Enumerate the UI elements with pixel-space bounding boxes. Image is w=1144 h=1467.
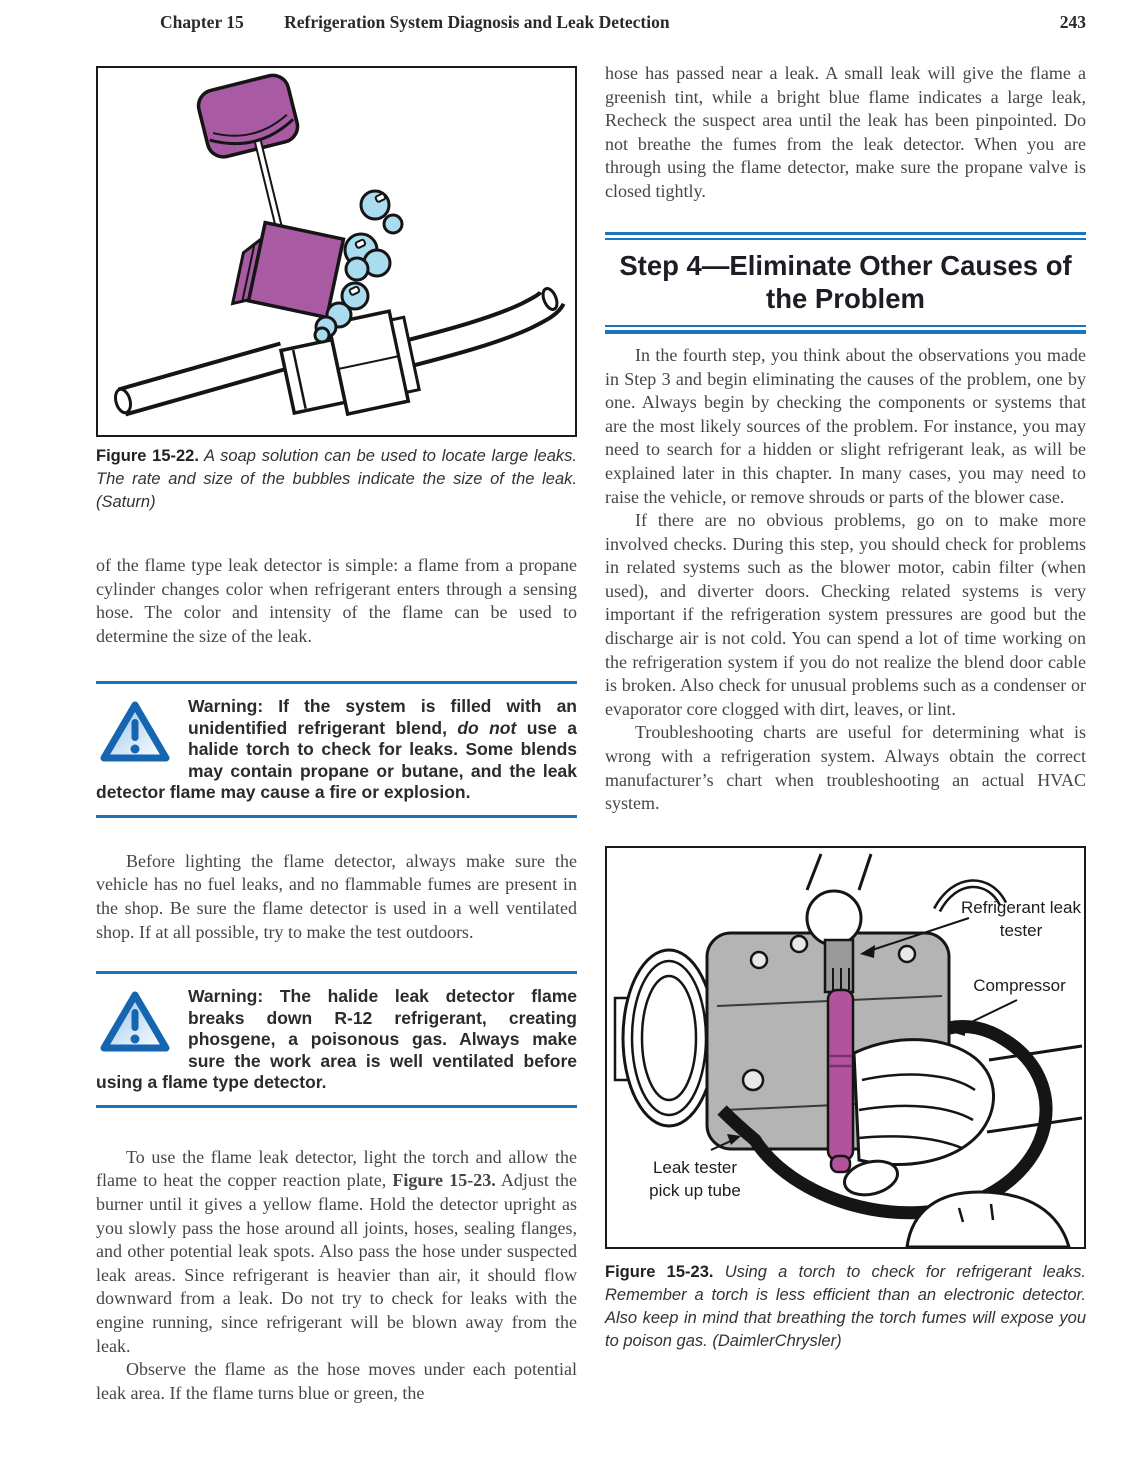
section-heading-block: Step 4—Eliminate Other Causes of the Pro… <box>605 231 1086 334</box>
warning-triangle-icon <box>100 701 170 762</box>
figure-15-23-caption: Figure 15-23. Using a torch to check for… <box>605 1262 1086 1350</box>
paragraph: hose has passed near a leak. A small lea… <box>605 63 1086 201</box>
paragraph: To use the flame leak detector, light th… <box>96 1146 577 1356</box>
paragraph: In the fourth step, you think about the … <box>605 344 1086 507</box>
figure-15-22-caption: Figure 15-22. A soap solution can be use… <box>96 447 577 511</box>
running-header: Chapter 15 Refrigeration System Diagnosi… <box>96 12 1086 33</box>
paragraph: Observe the flame as the hose moves unde… <box>96 1359 577 1403</box>
paragraph: Before lighting the flame detector, alwa… <box>96 850 577 942</box>
section-heading: Step 4—Eliminate Other Causes of the Pro… <box>619 250 1072 315</box>
chapter-number: Chapter 15 <box>160 12 244 32</box>
heading-rule <box>605 330 1086 334</box>
figure-15-22 <box>96 66 577 437</box>
left-column: Figure 15-22. A soap solution can be use… <box>96 66 577 1405</box>
torch-leak-check-illustration <box>613 853 1083 1247</box>
figure-15-23: Refrigerant leak tester Compressor Leak … <box>605 845 1086 1249</box>
paragraph: of the flame type leak detector is simpl… <box>96 555 577 646</box>
label-leak-tester-pickup-tube: Leak tester pick up tube <box>649 1157 741 1200</box>
warning-triangle-icon <box>100 991 170 1052</box>
right-column: hose has passed near a leak. A small lea… <box>605 62 1086 1353</box>
chapter-title: Refrigeration System Diagnosis and Leak … <box>284 12 670 32</box>
heading-rule <box>605 238 1086 241</box>
warning-box-phosgene: Warning: The halide leak detector flame … <box>96 971 577 1108</box>
heading-rule <box>605 231 1086 236</box>
label-arrows <box>710 916 1018 1151</box>
warning-text: Warning: The halide leak detector flame … <box>96 986 577 1093</box>
soap-solution-illustration <box>114 73 566 417</box>
warning-box-halide-torch: Warning: If the system is filled with an… <box>96 681 577 818</box>
paragraph: If there are no obvious problems, go on … <box>605 510 1086 719</box>
paragraph: Troubleshooting charts are useful for de… <box>605 722 1086 814</box>
label-refrigerant-leak-tester: Refrigerant leak tester <box>960 897 1081 940</box>
heading-rule <box>605 325 1086 328</box>
page-number: 243 <box>1059 12 1086 32</box>
figure-15-23-caption-label: Figure 15-23. <box>605 1262 714 1281</box>
warning-text: Warning: If the system is filled with an… <box>96 696 577 803</box>
label-compressor: Compressor <box>973 975 1066 995</box>
figure-15-22-caption-label: Figure 15-22. <box>96 447 199 465</box>
